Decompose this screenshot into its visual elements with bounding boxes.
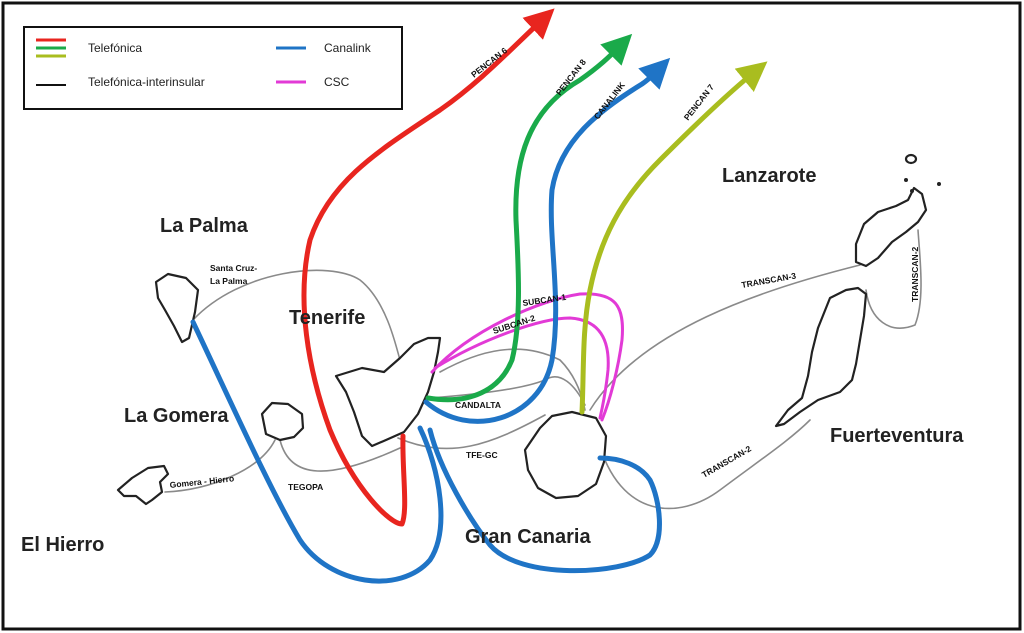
- label-transcan-3: TRANSCAN-3: [741, 270, 797, 289]
- legend-telefonica-interinsular-label: Telefónica-interinsular: [88, 75, 205, 89]
- label-santa-cruz-line1: Santa Cruz-: [210, 263, 257, 273]
- label-tenerife: Tenerife: [289, 307, 365, 329]
- islet-3-shape: [910, 189, 914, 193]
- islet-2-shape: [937, 182, 941, 186]
- island-fuerteventura-shape: [774, 286, 868, 428]
- island-labels: La Palma Tenerife La Gomera El Hierro Gr…: [21, 165, 964, 556]
- island-el-hierro-shape: [116, 464, 170, 506]
- tegopa-cable: [279, 439, 401, 472]
- legend-box: [23, 26, 403, 110]
- label-canalink: CANALINK: [592, 79, 628, 121]
- subcan-2-cable: [433, 316, 610, 420]
- santa-cruz-la-palma-cable: [192, 269, 403, 369]
- island-tenerife-shape: [334, 336, 442, 448]
- island-la-palma-shape: [154, 272, 200, 344]
- legend-csc-label: CSC: [324, 75, 350, 89]
- canalink-gran-canaria-cable: [427, 427, 662, 574]
- canalink-cables: [190, 57, 671, 584]
- legend: Telefónica Telefónica-interinsular Canal…: [23, 26, 403, 110]
- pencan-8-cable: [425, 33, 633, 403]
- candalta-cable: [429, 376, 586, 406]
- label-el-hierro: El Hierro: [21, 534, 104, 556]
- islands-layer: [116, 153, 941, 506]
- label-la-gomera: La Gomera: [124, 405, 229, 427]
- tfe-gc-upper-cable: [439, 348, 586, 411]
- csc-cables: [430, 292, 624, 422]
- canalink-la-palma-cable: [190, 319, 444, 584]
- label-subcan-1: SUBCAN-1: [522, 292, 567, 308]
- transcan-2-lz-fv-cable: [865, 229, 922, 329]
- label-tfe-gc: TFE-GC: [466, 450, 498, 460]
- label-transcan-2-east: TRANSCAN-2: [910, 246, 920, 302]
- transcan-2-cable: [597, 419, 811, 510]
- gomera-hierro-cable: [164, 439, 276, 493]
- label-fuerteventura: Fuerteventura: [830, 425, 964, 447]
- tfe-gc-cable: [397, 414, 546, 450]
- label-gran-canaria: Gran Canaria: [465, 526, 591, 548]
- label-santa-cruz-line2: La Palma: [210, 276, 248, 286]
- island-alegranza-shape: [904, 153, 918, 165]
- label-la-palma: La Palma: [160, 215, 249, 237]
- pencan-7-cable: [579, 61, 768, 415]
- legend-canalink-label: Canalink: [324, 41, 372, 55]
- label-lanzarote: Lanzarote: [722, 165, 816, 187]
- label-tegopa: TEGOPA: [288, 482, 323, 492]
- pencan-6-cable: [301, 8, 555, 527]
- label-pencan-6: PENCAN 6: [469, 45, 509, 80]
- islet-1-shape: [904, 178, 908, 182]
- island-lanzarote-shape: [854, 186, 928, 268]
- label-candalta: CANDALTA: [455, 400, 501, 410]
- label-pencan-7: PENCAN 7: [682, 82, 717, 122]
- island-la-gomera-shape: [260, 401, 305, 442]
- subcan-1-cable: [430, 292, 624, 422]
- canalink-north-cable: [423, 57, 671, 424]
- island-gran-canaria-shape: [523, 410, 608, 500]
- label-transcan-2-south: TRANSCAN-2: [700, 443, 753, 479]
- legend-telefonica-label: Telefónica: [88, 41, 142, 55]
- interinsular-cables: [164, 229, 922, 510]
